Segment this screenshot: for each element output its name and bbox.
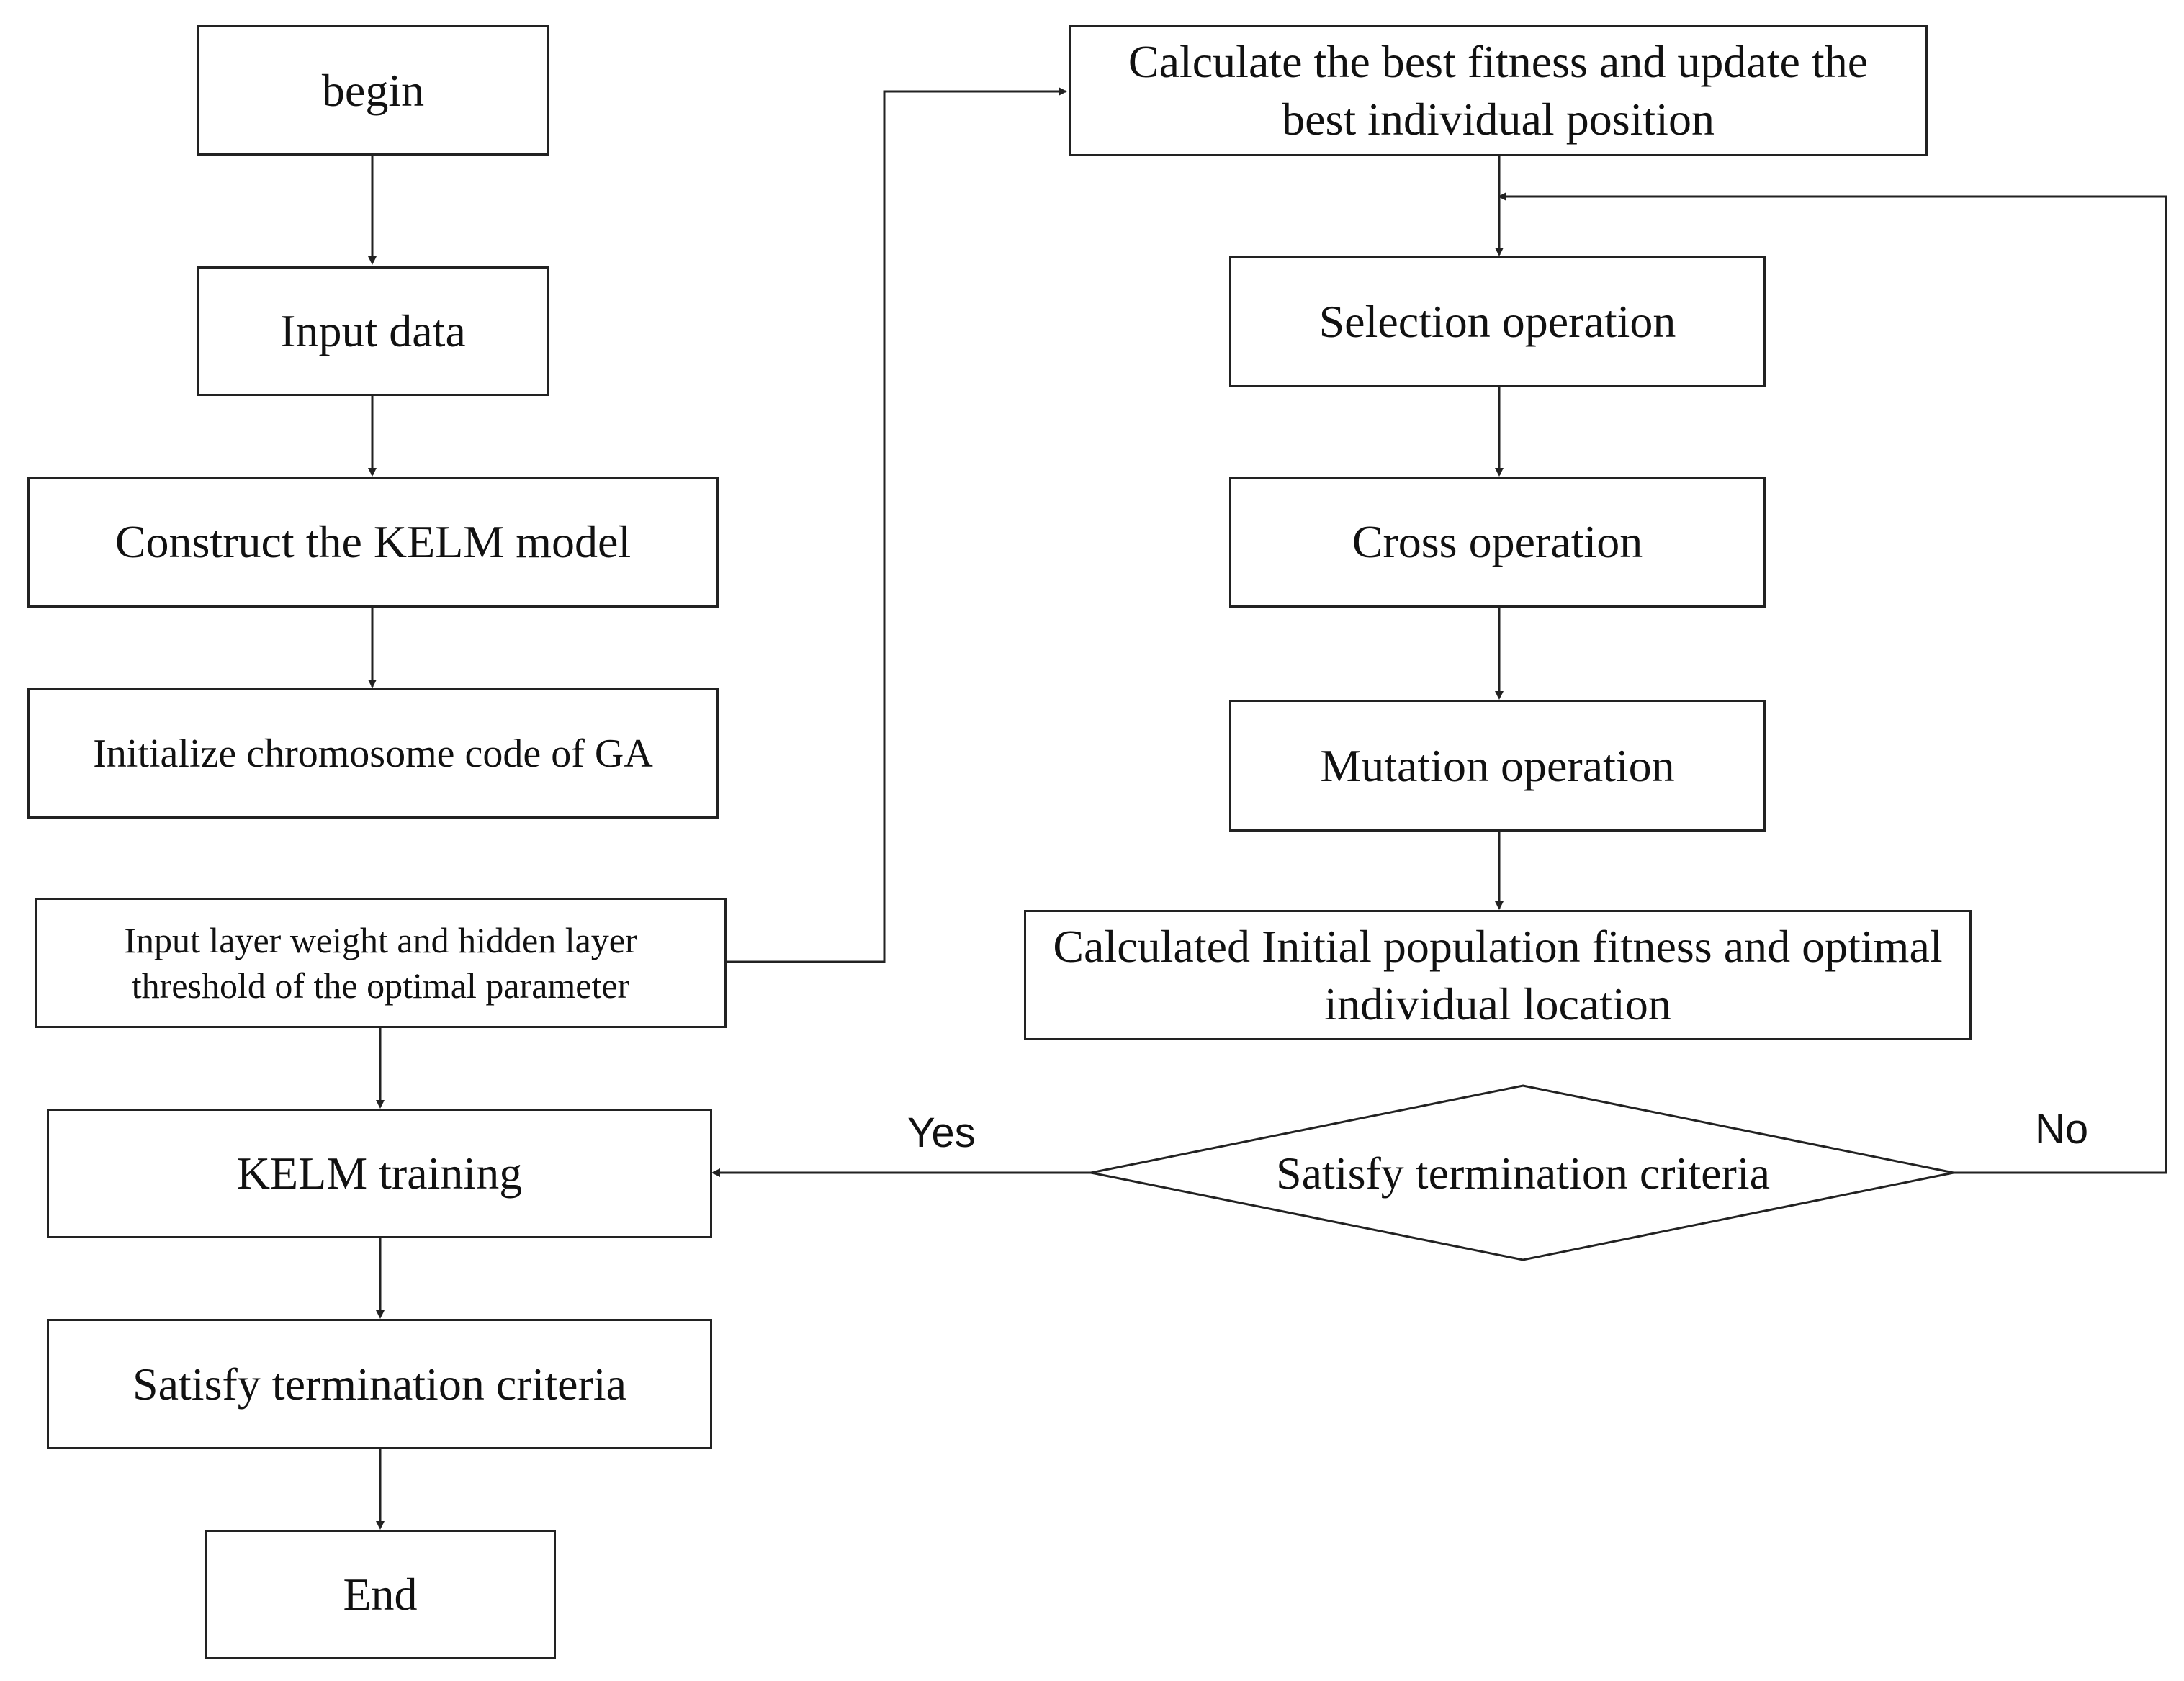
node-mutation-label: Mutation operation [1320,739,1675,791]
node-kelm-training: KELM training [47,1109,712,1238]
node-construct-kelm: Construct the KELM model [27,477,719,608]
node-selection: Selection operation [1229,256,1766,387]
node-input-data: Input data [197,266,549,396]
node-construct-kelm-label: Construct the KELM model [114,516,632,567]
node-calc-initial: Calculated Initial population fitness an… [1024,910,1972,1040]
node-input-layer-weight-label: Input layer weight and hidden layer thre… [124,920,637,1006]
decision-diamond-label: Satisfy termination criteria [1276,1148,1770,1199]
arrow-decision-no [1498,192,2167,1174]
node-end-label: End [343,1569,418,1620]
node-satisfy-termination: Satisfy termination criteria [47,1319,712,1449]
node-end: End [205,1530,556,1659]
node-calc-best-fitness-label: Calculate the best fitness and update th… [1128,36,1869,145]
node-calc-initial-label: Calculated Initial population fitness an… [1053,920,1943,1029]
node-begin: begin [197,25,549,156]
edge-label-yes: Yes [907,1109,976,1156]
node-input-layer-weight: Input layer weight and hidden layer thre… [35,898,727,1028]
node-kelm-training-label: KELM training [236,1148,523,1199]
node-calc-best-fitness: Calculate the best fitness and update th… [1069,25,1928,156]
node-mutation: Mutation operation [1229,700,1766,832]
node-cross-label: Cross operation [1352,516,1643,567]
decision-diamond-shape [1090,1084,1954,1261]
node-satisfy-termination-label: Satisfy termination criteria [132,1358,626,1410]
node-init-chromosome: Initialize chromosome code of GA [27,688,719,819]
node-cross: Cross operation [1229,477,1766,608]
node-init-chromosome-label: Initialize chromosome code of GA [93,731,653,776]
arrow-layer-to-calc-best [727,87,1067,963]
node-begin-label: begin [321,64,425,116]
edge-label-no: No [2035,1106,2089,1153]
node-selection-label: Selection operation [1318,296,1676,347]
node-input-data-label: Input data [280,305,466,356]
